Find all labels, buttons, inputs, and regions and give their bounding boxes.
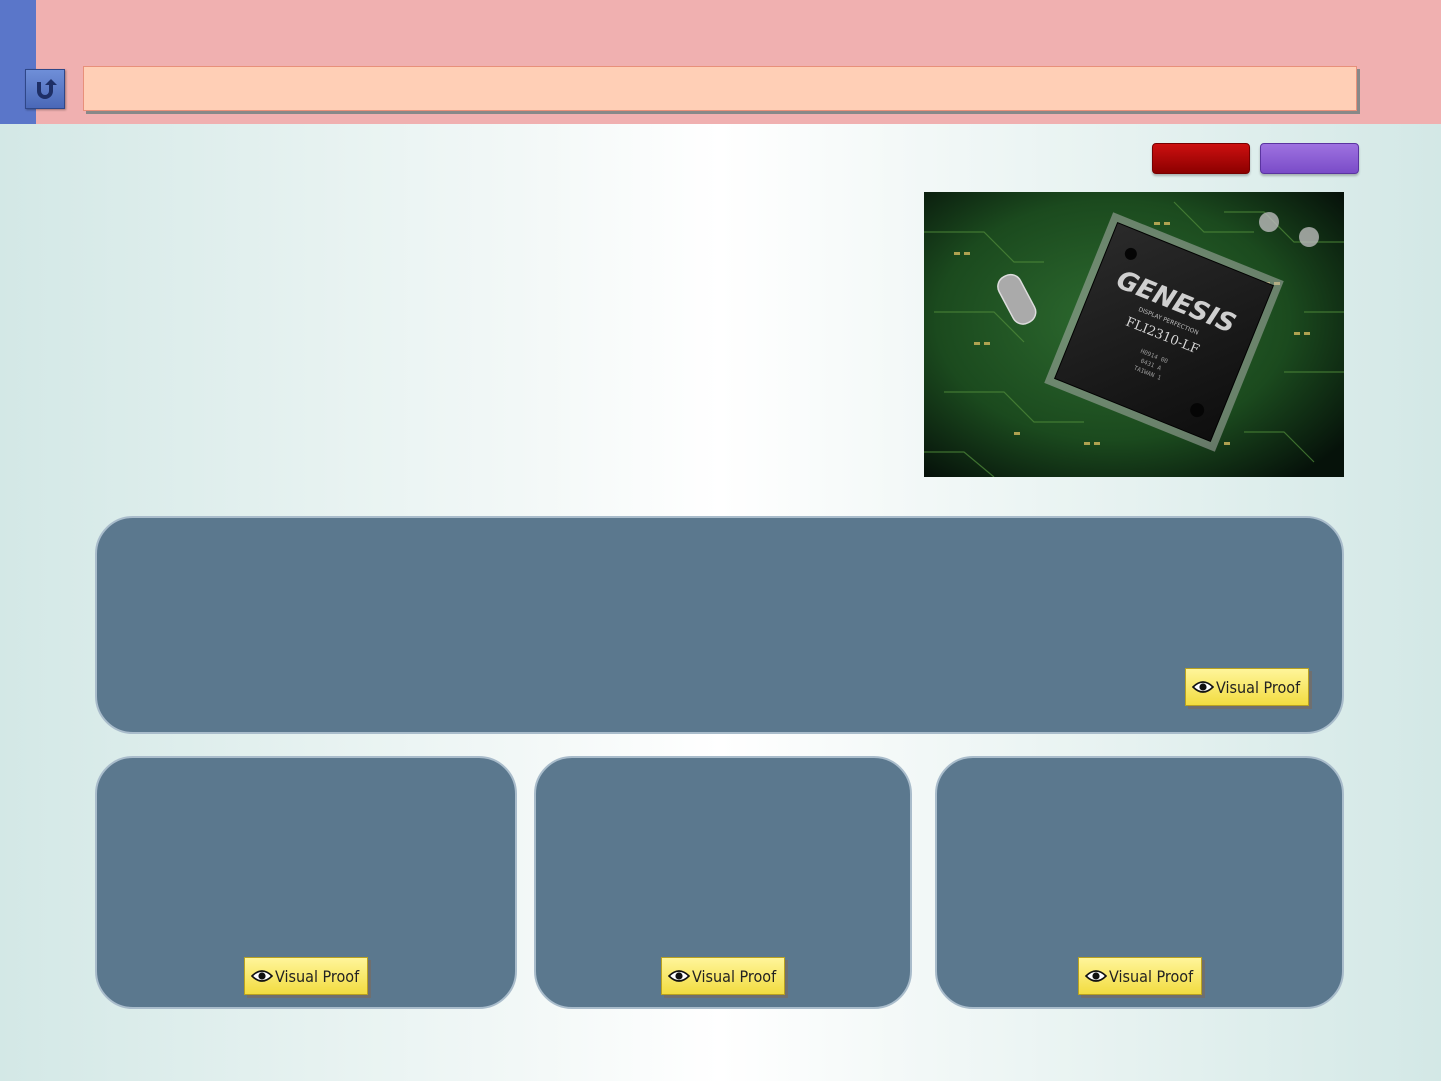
content-panel-middle: Visual Proof (534, 756, 912, 1009)
eye-icon (1085, 970, 1107, 982)
visual-proof-label: Visual Proof (1109, 966, 1194, 986)
return-arrow-icon (37, 79, 57, 99)
title-bar (83, 66, 1357, 111)
eye-icon (668, 970, 690, 982)
back-button[interactable] (25, 69, 65, 109)
circuit-board-illustration: GENESIS DISPLAY PERFECTION FLI2310-LF H0… (924, 192, 1344, 477)
next-button[interactable] (1260, 143, 1359, 174)
visual-proof-label: Visual Proof (275, 966, 360, 986)
eye-icon (251, 970, 273, 982)
previous-button[interactable] (1152, 143, 1250, 174)
visual-proof-label: Visual Proof (1216, 677, 1301, 697)
visual-proof-button-right[interactable]: Visual Proof (1078, 957, 1203, 995)
visual-proof-button-top[interactable]: Visual Proof (1185, 668, 1310, 706)
circuit-board-photo: GENESIS DISPLAY PERFECTION FLI2310-LF H0… (924, 192, 1344, 477)
eye-icon (1192, 681, 1214, 693)
content-panel-left: Visual Proof (95, 756, 517, 1009)
visual-proof-button-middle[interactable]: Visual Proof (661, 957, 786, 995)
visual-proof-label: Visual Proof (692, 966, 777, 986)
visual-proof-button-left[interactable]: Visual Proof (244, 957, 369, 995)
content-panel-right: Visual Proof (935, 756, 1344, 1009)
content-panel-top: Visual Proof (95, 516, 1344, 734)
